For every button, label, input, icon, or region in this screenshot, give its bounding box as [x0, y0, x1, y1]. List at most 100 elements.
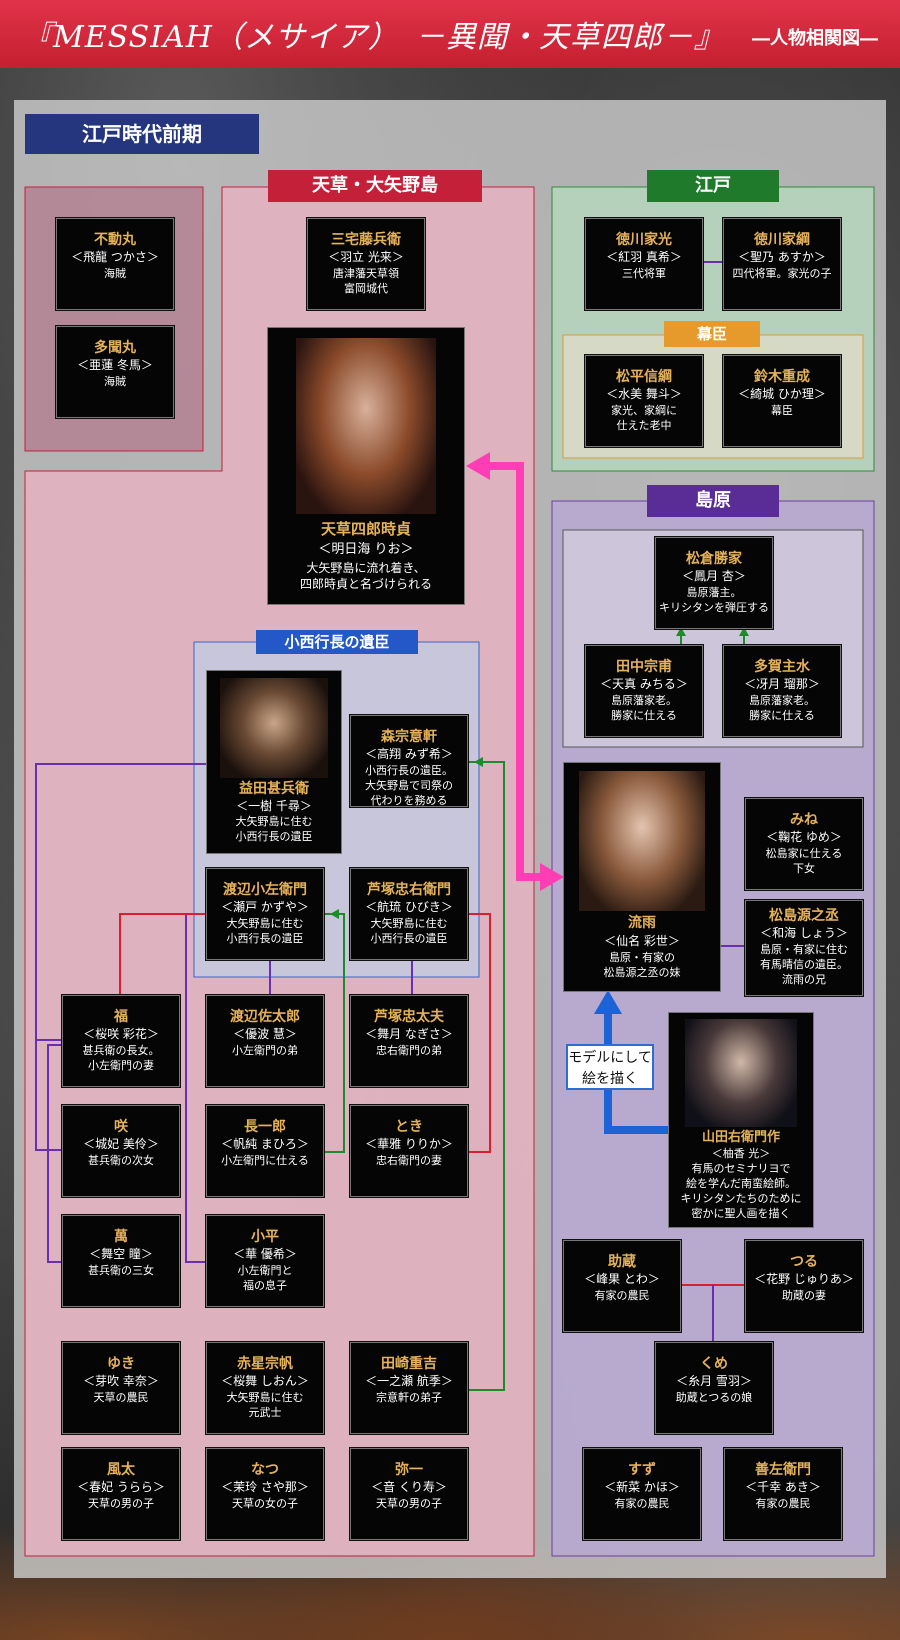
- name: とき: [395, 1119, 423, 1135]
- desc: 小左衛門と 福の息子: [237, 1264, 293, 1292]
- name: 小平: [251, 1229, 279, 1245]
- desc: 忠右衛門の弟: [376, 1044, 442, 1057]
- name: 松平信綱: [616, 369, 672, 385]
- actor: ＜和海 しょう＞: [760, 926, 848, 940]
- card-suzu: すず＜新菜 かほ＞有家の農民: [583, 1448, 701, 1540]
- actor: ＜一樹 千尋＞: [236, 799, 312, 813]
- actor: ＜華 優希＞: [233, 1247, 297, 1261]
- actor: ＜天真 みちる＞: [600, 677, 688, 691]
- actor: ＜高翔 みず希＞: [365, 747, 453, 761]
- name: 長一郎: [244, 1119, 286, 1135]
- actor: ＜春妃 うらら＞: [77, 1480, 165, 1494]
- name: 益田甚兵衛: [239, 781, 309, 797]
- portrait-ryuu: [579, 771, 705, 911]
- name: 風太: [107, 1462, 135, 1478]
- card-iemitsu: 徳川家光 ＜紅羽 真希＞ 三代将軍: [585, 218, 703, 310]
- desc: 三代将軍: [622, 267, 666, 280]
- name: くめ: [700, 1356, 728, 1372]
- card-fudomaru: 不動丸＜飛龍 つかさ＞海賊: [56, 218, 174, 310]
- card-matsukura: 松倉勝家 ＜鳳月 杏＞ 島原藩主。 キリシタンを弾圧する: [655, 537, 773, 629]
- zone-bakushin: 幕臣: [664, 321, 760, 347]
- desc: 有家の農民: [614, 1497, 670, 1510]
- desc: 有家の農民: [755, 1497, 811, 1510]
- desc: 有馬のセミナリヨで 絵を学んだ南蛮絵師。 キリシタンたちのために 密かに聖人画を…: [680, 1162, 802, 1220]
- arrow-shiro-ryuu: [488, 462, 540, 881]
- actor: ＜千幸 あき＞: [745, 1480, 821, 1494]
- page-title: 『MESSIAH（メサイア） －異聞・天草四郎－』: [22, 20, 725, 55]
- name: 松倉勝家: [686, 551, 742, 567]
- card-matsudaira: 松平信綱＜水美 舞斗＞家光、家綱に 仕えた老中: [585, 355, 703, 447]
- card-natsu: なつ＜茉玲 さや那＞天草の女の子: [206, 1448, 324, 1540]
- actor: ＜亜蓮 冬馬＞: [77, 358, 153, 372]
- card-suzuki: 鈴木重成＜綺城 ひか理＞幕臣: [723, 355, 841, 447]
- actor: ＜桜咲 彩花＞: [83, 1027, 159, 1041]
- name: 善左衛門: [755, 1462, 811, 1478]
- desc: 大矢野島に住む 小西行長の遺臣: [235, 815, 313, 843]
- actor: ＜鳳月 杏＞: [682, 569, 746, 583]
- card-ryuu: 流雨 ＜仙名 彩世＞ 島原・有家の 松島源之丞の妹: [563, 762, 721, 992]
- line-tasaki-mori: [468, 761, 505, 1391]
- name: ゆき: [107, 1356, 135, 1372]
- note-text: モデルにして絵を描く: [568, 1050, 652, 1087]
- card-ashizuka: 芦塚忠右衛門＜航琉 ひびき＞大矢野島に住む 小西行長の遺臣: [350, 868, 468, 960]
- name: 鈴木重成: [754, 369, 810, 385]
- desc: 島原藩家老。 勝家に仕える: [611, 694, 677, 722]
- name: みね: [790, 812, 818, 828]
- desc: 天草の男の子: [88, 1497, 154, 1510]
- card-yaichi: 弥一＜音 くり寿＞天草の男の子: [350, 1448, 468, 1540]
- desc: 島原・有家に住む 有馬晴信の遺臣。 流雨の兄: [760, 943, 848, 986]
- name: つる: [790, 1254, 818, 1270]
- desc: 天草の女の子: [232, 1497, 298, 1510]
- portrait-masuda: [220, 678, 328, 778]
- actor: ＜水美 舞斗＞: [606, 387, 682, 401]
- name: 松島源之丞: [769, 908, 839, 924]
- line-choichiro-watanabe: [324, 913, 345, 1153]
- name: 徳川家綱: [754, 232, 810, 248]
- zone-amakusa: 天草・大矢野島: [268, 170, 482, 202]
- desc: 甚兵衛の長女。 小左衛門の妻: [82, 1044, 160, 1072]
- name: 助蔵: [608, 1254, 636, 1270]
- note-model: モデルにして絵を描く: [566, 1044, 654, 1090]
- name: 多聞丸: [94, 340, 136, 356]
- card-tasaki: 田崎重吉＜一之瀬 航季＞宗意軒の弟子: [350, 1342, 468, 1434]
- desc: 大矢野島に住む 元武士: [226, 1391, 304, 1419]
- line-masuda-man: [47, 1044, 62, 1263]
- name: 芦塚忠太夫: [374, 1009, 444, 1025]
- actor: ＜花野 じゅりあ＞: [754, 1272, 854, 1286]
- card-mori: 森宗意軒＜高翔 みず希＞小西行長の遺臣。 大矢野島で司祭の 代わりを務める: [350, 715, 468, 807]
- name: 福: [114, 1009, 128, 1025]
- name: 渡辺小左衛門: [223, 882, 307, 898]
- card-ietsuna: 徳川家綱＜聖乃 あすか＞四代将軍。家光の子: [723, 218, 841, 310]
- card-tanaka: 田中宗甫＜天真 みちる＞島原藩家老。 勝家に仕える: [585, 645, 703, 737]
- card-tamonmaru: 多聞丸＜亜蓮 冬馬＞海賊: [56, 326, 174, 418]
- actor: ＜糸月 雪羽＞: [676, 1374, 752, 1388]
- actor: ＜仙名 彩世＞: [604, 934, 680, 948]
- desc: 助蔵の妻: [782, 1289, 826, 1302]
- name: 芦塚忠右衛門: [367, 882, 451, 898]
- desc: 小左衛門に仕える: [221, 1154, 309, 1167]
- portrait-yamada: [685, 1019, 797, 1127]
- actor: ＜芽吹 幸奈＞: [83, 1374, 159, 1388]
- card-tsuru: つる ＜花野 じゅりあ＞ 助蔵の妻: [745, 1240, 863, 1332]
- portrait-shiro: [296, 338, 436, 514]
- actor: ＜柚香 光＞: [711, 1147, 771, 1160]
- name: 徳川家光: [616, 232, 672, 248]
- card-futa: 風太 ＜春妃 うらら＞ 天草の男の子: [62, 1448, 180, 1540]
- title-banner: 『MESSIAH（メサイア） －異聞・天草四郎－』 ―人物相関図―: [0, 0, 900, 68]
- name: 三宅藤兵衛: [331, 232, 401, 248]
- desc: 島原藩主。 キリシタンを弾圧する: [659, 586, 769, 614]
- actor: ＜一之瀬 航季＞: [365, 1374, 453, 1388]
- desc: 天草の農民: [93, 1391, 149, 1404]
- card-sukezo: 助蔵＜峰果 とわ＞有家の農民: [563, 1240, 681, 1332]
- desc: 宗意軒の弟子: [376, 1391, 442, 1404]
- name: 天草四郎時貞: [320, 520, 411, 538]
- desc: 島原藩家老。 勝家に仕える: [749, 694, 815, 722]
- name: 渡辺佐太郎: [230, 1009, 300, 1025]
- desc: 唐津藩天草領 富岡城代: [333, 267, 399, 295]
- desc: 甚兵衛の次女: [88, 1154, 154, 1167]
- card-fuku: 福 ＜桜咲 彩花＞ 甚兵衛の長女。 小左衛門の妻: [62, 995, 180, 1087]
- actor: ＜紅羽 真希＞: [606, 250, 682, 264]
- name: なつ: [251, 1462, 279, 1478]
- actor: ＜優波 慧＞: [233, 1027, 297, 1041]
